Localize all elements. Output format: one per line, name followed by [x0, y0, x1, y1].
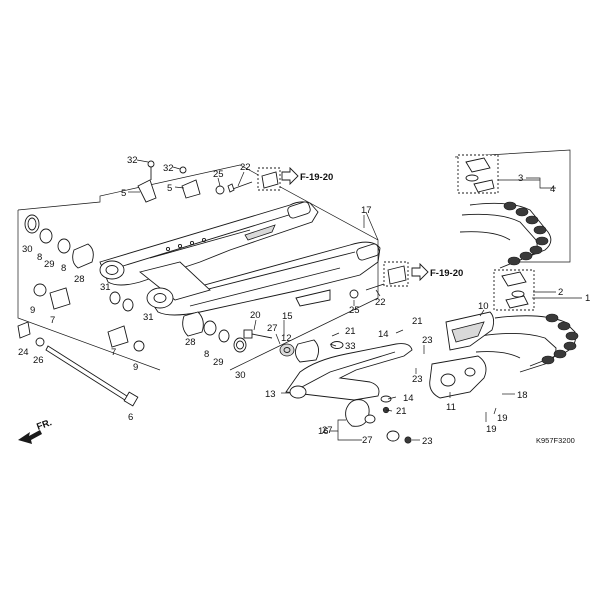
callout-25b: 25	[349, 305, 360, 316]
callout-22a: 22	[240, 162, 251, 173]
callout-16: 16	[318, 426, 329, 437]
callout-30b: 30	[235, 370, 246, 381]
callout-27a: 27	[267, 323, 278, 334]
callout-9b: 9	[133, 362, 138, 373]
callout-31b: 31	[143, 312, 154, 323]
callout-20: 20	[250, 310, 261, 321]
callout-28b: 28	[185, 337, 196, 348]
callout-18: 18	[517, 390, 528, 401]
callout-33: 33	[345, 341, 356, 352]
front-arrow-icon	[18, 430, 42, 444]
callout-22b: 22	[375, 297, 386, 308]
callout-14a: 14	[378, 329, 389, 340]
ref-label-upper: F-19-20	[300, 172, 333, 183]
callout-27b: 27	[322, 425, 333, 436]
callout-19b: 19	[486, 424, 497, 435]
callout-11: 11	[446, 402, 456, 413]
chain-slider	[243, 329, 413, 444]
callout-8c: 8	[204, 349, 209, 360]
callout-32b: 32	[163, 163, 174, 174]
callout-1: 1	[585, 293, 590, 304]
callout-9a: 9	[30, 305, 35, 316]
callout-15: 15	[282, 311, 293, 322]
top-hardware	[137, 160, 409, 299]
callout-28a: 28	[74, 274, 85, 285]
callout-14b: 14	[403, 393, 414, 404]
callout-32a: 32	[127, 155, 138, 166]
ref-arrow-lower	[411, 262, 429, 282]
callout-27c: 27	[362, 435, 373, 446]
diagram-code: K957F3200	[536, 436, 575, 445]
front-label: FR.	[35, 417, 53, 433]
callout-23c: 23	[422, 436, 433, 447]
callout-21b: 21	[345, 326, 356, 337]
callout-23b: 23	[412, 374, 423, 385]
callout-3: 3	[518, 173, 523, 184]
callout-21c: 21	[396, 406, 407, 417]
callout-12: 12	[281, 333, 292, 344]
callout-29b: 29	[213, 357, 224, 368]
leader-lines	[128, 159, 582, 441]
callout-7b: 7	[111, 347, 116, 358]
ref-label-lower: F-19-20	[430, 268, 463, 279]
ref-arrow-upper	[281, 166, 299, 186]
chain-upper	[454, 149, 571, 269]
callout-13: 13	[265, 389, 276, 400]
callout-19a: 19	[497, 413, 508, 424]
callout-8a: 8	[37, 252, 42, 263]
callout-26: 26	[33, 355, 44, 366]
callout-10: 10	[478, 301, 489, 312]
callout-2: 2	[558, 287, 563, 298]
callout-5a: 5	[121, 188, 126, 199]
callout-17: 17	[361, 205, 372, 216]
chain-lower	[475, 269, 579, 373]
callout-31a: 31	[100, 282, 111, 293]
callout-25a: 25	[213, 169, 224, 180]
callout-23a: 23	[422, 335, 433, 346]
swingarm-frame	[17, 164, 379, 371]
callout-29a: 29	[44, 259, 55, 270]
callout-24: 24	[18, 347, 29, 358]
chain-guide	[429, 311, 495, 399]
callout-21a: 21	[412, 316, 423, 327]
callout-8b: 8	[61, 263, 66, 274]
callout-30a: 30	[22, 244, 33, 255]
callout-6: 6	[128, 412, 133, 423]
callout-5b: 5	[167, 183, 172, 194]
pivot-parts-left	[17, 214, 145, 407]
callout-7a: 7	[50, 315, 55, 326]
callout-4: 4	[550, 184, 555, 195]
swingarm-drawing	[99, 201, 381, 316]
chain-links-upper	[503, 201, 549, 266]
pivot-parts-right	[182, 311, 247, 353]
